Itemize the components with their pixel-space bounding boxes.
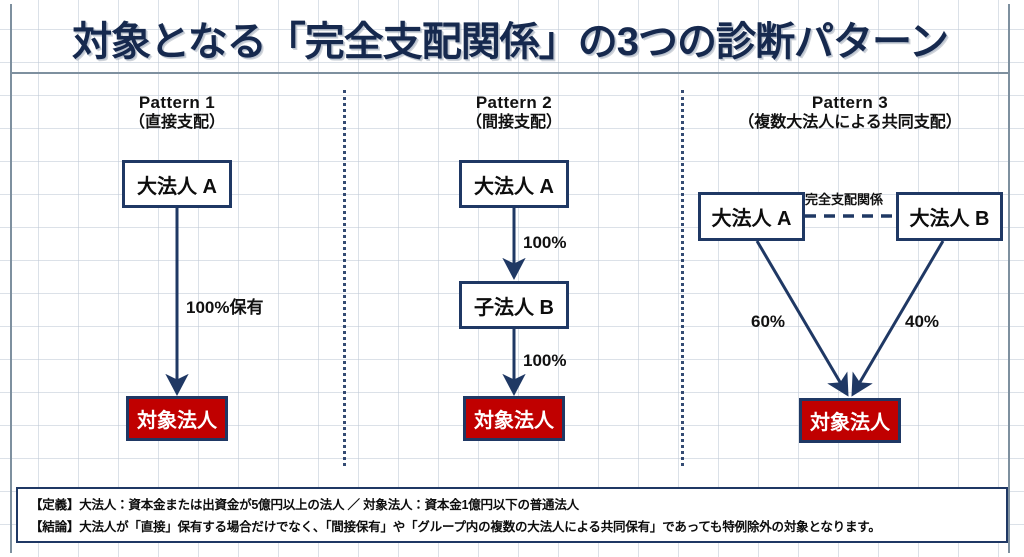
edge-label-p3-edge-b: 40% (905, 312, 940, 331)
node-p3-parent-a[interactable]: 大法人 A (698, 192, 805, 241)
node-p1-parent-label: 大法人 A (137, 175, 217, 198)
footnote-conclusion: 【結論】大法人が「直接」保有する場合だけでなく、「間接保有」や「グループ内の複数… (30, 520, 881, 535)
pattern-1-title: Pattern 1 (138, 93, 216, 112)
node-p1-target-label: 対象法人 (137, 410, 217, 432)
node-p3-parent-b[interactable]: 大法人 B (896, 192, 1003, 241)
node-p3-parent-a-label: 大法人 A (711, 208, 792, 230)
pattern-2-heading: Pattern 2 （間接支配） (394, 92, 634, 134)
node-p1-target[interactable]: 対象法人 (126, 396, 228, 441)
column-divider-1 (343, 90, 346, 466)
arrow-p3-edge-b (851, 240, 945, 397)
edge-label-p1-edge-1: 100%保有 (186, 298, 264, 317)
pattern-3-title: Pattern 3 (811, 93, 889, 112)
footnote-definition: 【定義】大法人：資本金または出資金が5億円以上の法人 ／ 対象法人：資本金1億円… (30, 498, 579, 512)
page-title-text: 対象となる「完全支配関係」の3つの診断パターン (71, 20, 949, 64)
edge-label-p2-edge-2: 100% (523, 351, 567, 370)
node-p3-parent-b-label: 大法人 B (909, 208, 990, 230)
arrow-p3-edge-a (755, 240, 849, 397)
column-divider-2 (681, 90, 684, 466)
node-p2-target-label: 対象法人 (474, 410, 554, 432)
footnote-box: 【定義】大法人：資本金または出資金が5億円以上の法人 ／ 対象法人：資本金1億円… (16, 487, 1008, 543)
pattern-3-heading: Pattern 3 （複数大法人による共同支配） (700, 92, 1000, 134)
node-p3-target[interactable]: 対象法人 (799, 398, 901, 443)
title-divider-rule (12, 72, 1008, 74)
page-title: 対象となる「完全支配関係」の3つの診断パターン (12, 6, 1008, 70)
pattern-3-subtitle: （複数大法人による共同支配） (738, 114, 962, 132)
node-p2-target[interactable]: 対象法人 (463, 396, 565, 441)
pattern-1-heading: Pattern 1 （直接支配） (57, 92, 297, 134)
node-p3-target-label: 対象法人 (810, 412, 890, 434)
node-p1-parent[interactable]: 大法人 A (122, 160, 232, 208)
pattern-2-subtitle: （間接支配） (465, 114, 562, 132)
edge-label-p2-edge-1: 100% (523, 233, 567, 252)
node-p2-parent[interactable]: 大法人 A (459, 160, 569, 208)
node-p2-parent-label: 大法人 A (474, 175, 554, 198)
pattern-2-title: Pattern 2 (475, 93, 553, 112)
edge-label-p3-edge-a: 60% (751, 312, 786, 331)
edge-label-p3-edge-link: 完全支配関係 (805, 192, 884, 207)
pattern-1-subtitle: （直接支配） (128, 114, 225, 132)
node-p2-mid[interactable]: 子法人 B (459, 281, 569, 329)
node-p2-mid-label: 子法人 B (474, 296, 554, 319)
